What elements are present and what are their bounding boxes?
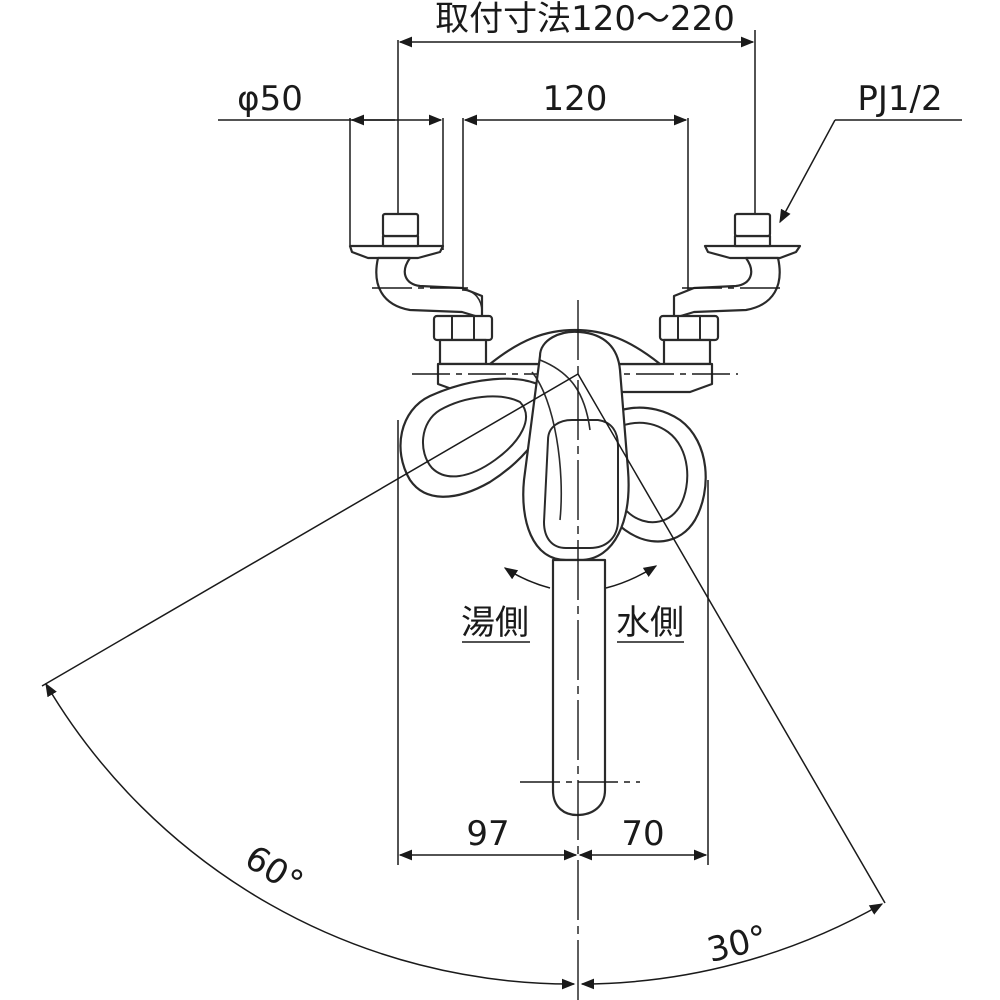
right-elbow-connector	[658, 212, 802, 366]
hot-side-lever	[399, 377, 550, 498]
pipe-thread-callout: PJ1/2	[779, 79, 962, 224]
angle-dimensions: 60° 30°	[41, 373, 886, 990]
center-distance-dimension: 120	[462, 79, 689, 298]
center-distance-label: 120	[543, 79, 608, 119]
hot-angle-label: 60°	[238, 838, 310, 904]
spout	[522, 330, 630, 817]
cold-side-label: 水側	[616, 603, 684, 643]
rotation-indicators: 湯側 水側	[461, 565, 684, 643]
diameter-dimension: φ50	[218, 79, 444, 250]
pipe-thread-label: PJ1/2	[857, 79, 942, 119]
mounting-range-dimension: 取付寸法120～220	[397, 0, 756, 300]
hot-side-label: 湯側	[461, 603, 529, 643]
cold-angle-label: 30°	[703, 918, 771, 971]
rotation-outline	[531, 359, 591, 521]
left-reach-label: 97	[466, 814, 509, 854]
left-elbow-connector	[348, 212, 494, 366]
diameter-label: φ50	[237, 79, 303, 119]
right-reach-label: 70	[621, 814, 664, 854]
mounting-range-label: 取付寸法120～220	[435, 0, 735, 39]
